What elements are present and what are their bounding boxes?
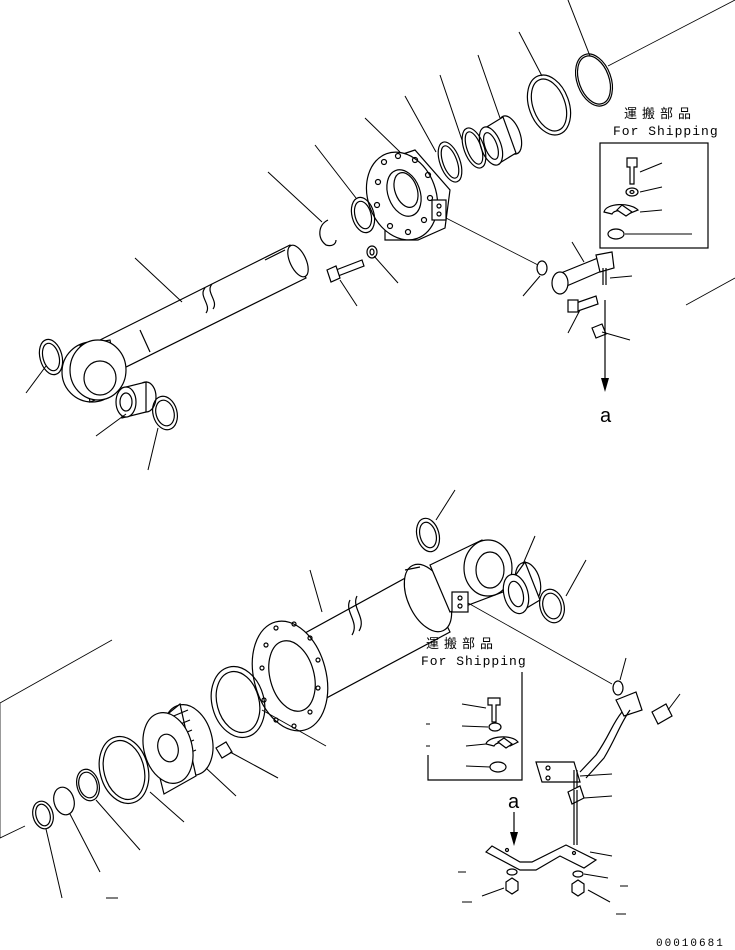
shipping-label-upper-jp: 運搬部品 <box>624 107 696 122</box>
piston-rod <box>61 244 309 403</box>
bushing <box>478 115 523 166</box>
bolt <box>326 259 365 283</box>
bracket-line-lower-left <box>0 703 26 839</box>
seal-ring-3 <box>350 196 376 234</box>
piston <box>142 702 214 795</box>
shipping-box-upper <box>599 142 709 249</box>
bolt-lower-fitting <box>651 703 673 725</box>
o-ring-large <box>574 53 614 107</box>
nut-right <box>571 870 585 897</box>
shipping-label-lower-en: For Shipping <box>421 654 527 669</box>
piston-ring-2 <box>75 768 101 802</box>
dust-seal-right <box>152 395 178 431</box>
connect-line-lower <box>467 602 613 685</box>
bracket-plate <box>485 790 598 871</box>
seal-ring-1 <box>461 127 487 169</box>
cylinder-head <box>365 149 451 241</box>
arrow-label-lower: a <box>508 791 520 813</box>
shipping-box-lower <box>426 672 523 781</box>
figure-code: 00010681 <box>656 938 725 950</box>
shipping-label-upper-en: For Shipping <box>613 124 719 139</box>
nut-left <box>505 868 519 895</box>
bracket-line-upper-bottom <box>685 277 735 306</box>
shipping-label-lower-jp: 運搬部品 <box>426 637 498 652</box>
backup-ring <box>526 74 572 136</box>
clamp-upper <box>591 323 607 339</box>
leader-lines-upper <box>25 0 633 471</box>
seal-ring-2 <box>437 141 463 183</box>
bracket-line-upper-top <box>607 0 735 67</box>
plug-lower <box>612 680 624 696</box>
piston-ring-4 <box>32 800 54 830</box>
piston-ring-3 <box>53 786 75 816</box>
bracket-line-lower-top <box>0 639 113 704</box>
bushing-rod <box>115 381 157 419</box>
piston-ring-1 <box>98 735 150 805</box>
bolt-upper-fitting <box>567 295 599 313</box>
dust-seal-bottom-right <box>539 588 565 624</box>
washer-small <box>366 245 378 259</box>
set-screw <box>215 741 233 759</box>
arrow-a-lower <box>510 812 518 846</box>
dust-seal-bottom-top <box>415 517 441 553</box>
tube-flange <box>251 620 329 732</box>
snap-ring <box>319 219 337 247</box>
dust-seal-left <box>38 338 64 376</box>
clamp-lower <box>567 785 585 805</box>
plug-upper <box>536 260 548 276</box>
arrow-label-upper: a <box>600 405 612 427</box>
leader-lines-lower <box>45 489 681 915</box>
pipe-fitting-upper <box>551 251 615 295</box>
bushing-bottom <box>502 560 542 615</box>
arrow-a-upper <box>601 300 609 392</box>
wear-ring <box>210 665 266 739</box>
pipe-lower <box>535 691 643 790</box>
